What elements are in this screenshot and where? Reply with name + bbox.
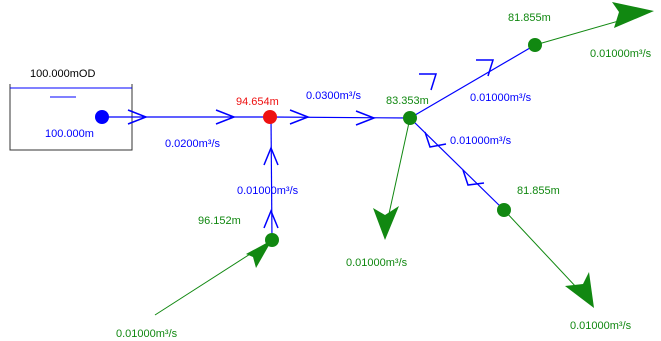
flow-arrows xyxy=(127,59,495,229)
flow-arrow-icon xyxy=(263,209,279,229)
flow-arrow-icon xyxy=(263,146,279,166)
head-label-main: 94.654m xyxy=(236,96,279,108)
flow-label-reservoir-main: 0.0200m³/s xyxy=(165,138,221,150)
demand-label-upper: 0.01000m³/s xyxy=(590,48,652,60)
flow-arrow-icon xyxy=(424,131,447,148)
demand-arrow-icon xyxy=(246,240,272,268)
head-label-tee: 83.353m xyxy=(386,95,429,107)
nodes xyxy=(95,38,542,247)
junction-left[interactable] xyxy=(265,233,279,247)
pipe-tee-lower[interactable] xyxy=(409,117,505,211)
flow-arrow-icon xyxy=(289,109,311,125)
reservoir-title: 100.000mOD xyxy=(30,68,95,80)
flow-arrow-icon xyxy=(462,169,485,186)
flow-arrow-icon xyxy=(476,59,495,77)
demand-arrow-icon xyxy=(373,206,399,240)
flow-arrow-icon xyxy=(215,109,237,125)
flow-label-left-main: 0.01000m³/s xyxy=(237,185,299,197)
pipe-left-main[interactable] xyxy=(270,116,273,241)
demand-arrow-icon xyxy=(612,2,654,28)
demand-lines xyxy=(154,11,651,316)
head-label-upper: 81.855m xyxy=(508,12,551,24)
reservoir-node[interactable] xyxy=(95,110,109,124)
demand-arrows xyxy=(246,2,654,308)
flow-arrow-icon xyxy=(355,110,377,126)
junction-lower[interactable] xyxy=(497,203,511,217)
flow-label-tee-upper: 0.01000m³/s xyxy=(470,92,532,104)
flow-arrow-icon xyxy=(127,109,149,125)
junction-main[interactable] xyxy=(263,110,277,124)
pipe-tee-upper[interactable] xyxy=(409,44,536,119)
junction-upper[interactable] xyxy=(528,38,542,52)
reservoir-head-label: 100.000m xyxy=(45,128,94,140)
demand-label-tee: 0.01000m³/s xyxy=(346,257,408,269)
labels: 100.000mOD 100.000m 0.0200m³/s 94.654m 0… xyxy=(30,12,652,340)
pipe-main-tee[interactable] xyxy=(269,116,411,119)
flow-arrow-icon xyxy=(419,73,438,91)
junction-tee[interactable] xyxy=(403,111,417,125)
head-label-lower: 81.855m xyxy=(517,185,560,197)
flow-label-main-tee: 0.0300m³/s xyxy=(306,90,362,102)
demand-label-left: 0.01000m³/s xyxy=(116,328,178,340)
flow-label-tee-lower: 0.01000m³/s xyxy=(450,135,512,147)
pipes xyxy=(102,44,536,241)
demand-arrow-icon xyxy=(565,272,594,308)
head-label-left: 96.152m xyxy=(198,215,241,227)
demand-label-lower: 0.01000m³/s xyxy=(570,320,632,332)
